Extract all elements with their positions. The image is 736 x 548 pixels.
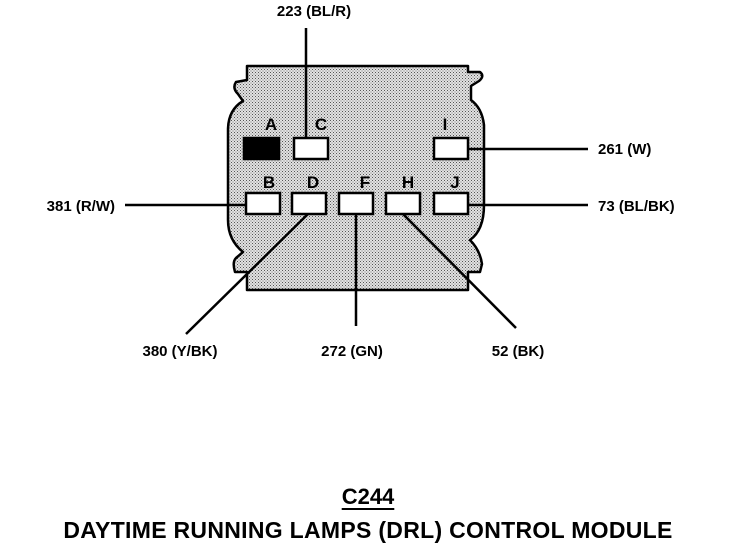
wire-d-label: 380 (Y/BK) xyxy=(142,343,217,360)
pin-h-terminal xyxy=(384,191,422,216)
wire-d-lead xyxy=(185,213,309,335)
wire-h-label: 52 (BK) xyxy=(492,343,545,360)
module-name: DAYTIME RUNNING LAMPS (DRL) CONTROL MODU… xyxy=(63,517,673,543)
pin-a-letter: A xyxy=(265,115,277,134)
pin-i-terminal xyxy=(432,136,470,161)
wire-i-label: 261 (W) xyxy=(598,141,651,158)
pin-a-terminal xyxy=(242,136,281,161)
pin-d-letter: D xyxy=(307,173,319,192)
connector-id: C244 xyxy=(0,484,736,510)
pin-f-letter: F xyxy=(360,173,370,192)
pin-b-terminal xyxy=(244,191,282,216)
wire-j-label: 73 (BL/BK) xyxy=(598,198,675,215)
pin-f-terminal xyxy=(337,191,375,216)
connector-id-text: C244 xyxy=(341,484,395,509)
wire-h-lead xyxy=(402,213,517,329)
wire-f-label: 272 (GN) xyxy=(321,343,383,360)
pin-h-letter: H xyxy=(402,173,414,192)
pin-i-letter: I xyxy=(443,115,448,134)
pin-b-letter: B xyxy=(263,173,275,192)
wire-c-label: 223 (BL/R) xyxy=(277,3,351,20)
wire-b-label: 381 (R/W) xyxy=(47,198,115,215)
pin-c-letter: C xyxy=(315,115,327,134)
pin-j-terminal xyxy=(432,191,470,216)
pin-d-terminal xyxy=(290,191,328,216)
pin-j-letter: J xyxy=(450,173,459,192)
pin-c-terminal xyxy=(292,136,330,161)
